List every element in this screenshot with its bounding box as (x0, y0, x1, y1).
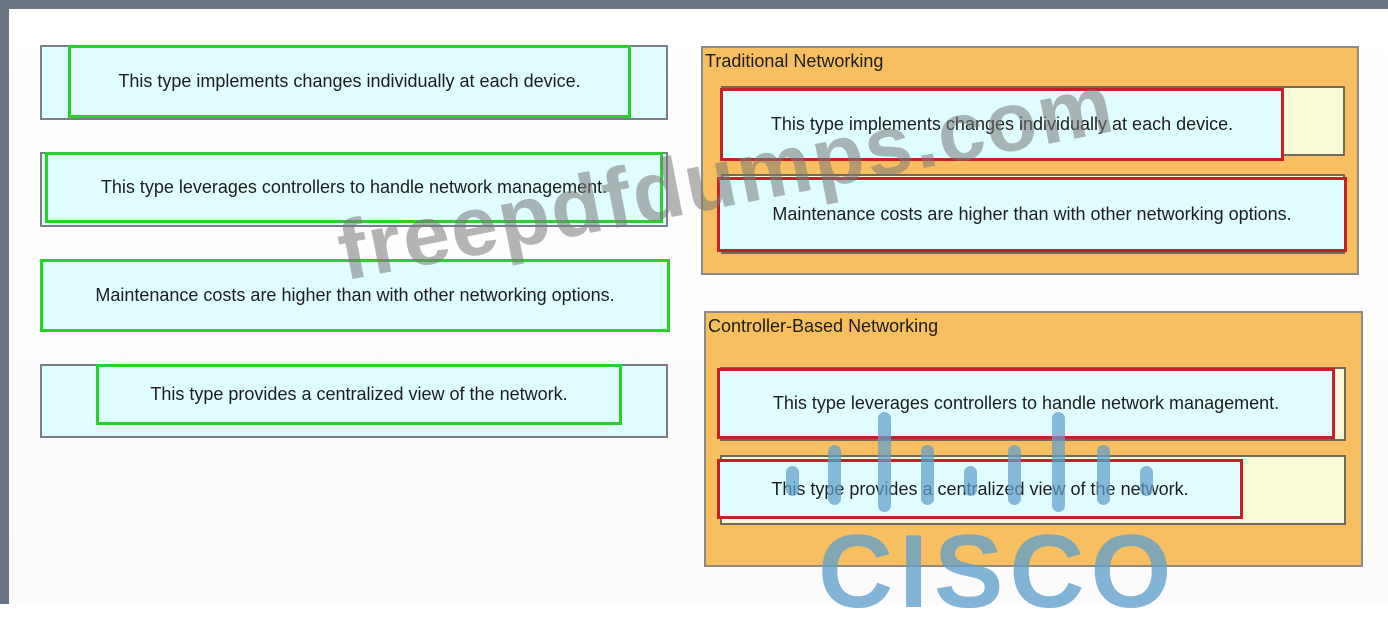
placed-answer-maintenance-costs-higher[interactable]: Maintenance costs are higher than with o… (717, 177, 1347, 252)
option-label: This type implements changes individuall… (118, 71, 581, 91)
answer-label: This type provides a centralized view of… (771, 478, 1189, 499)
placed-answer-leverages-controllers[interactable]: This type leverages controllers to handl… (717, 368, 1335, 439)
target-title: Controller-Based Networking (708, 316, 939, 336)
target-controller-based-networking: Controller-Based Networking (704, 311, 1363, 567)
option-leverages-controllers[interactable]: This type leverages controllers to handl… (45, 152, 663, 223)
option-implements-changes-individually[interactable]: This type implements changes individuall… (68, 45, 631, 118)
option-centralized-view[interactable]: This type provides a centralized view of… (96, 364, 622, 425)
target-title: Traditional Networking (705, 51, 884, 71)
answer-label: This type leverages controllers to handl… (772, 393, 1280, 413)
option-label: Maintenance costs are higher than with o… (95, 285, 615, 305)
placed-answer-implements-changes-individually[interactable]: This type implements changes individuall… (720, 88, 1284, 161)
option-label: This type leverages controllers to handl… (100, 177, 608, 197)
placed-answer-centralized-view[interactable]: This type provides a centralized view of… (717, 459, 1243, 519)
option-label: This type provides a centralized view of… (150, 384, 568, 404)
answer-label: This type implements changes individuall… (770, 114, 1234, 134)
window-frame (0, 0, 1388, 604)
option-maintenance-costs-higher[interactable]: Maintenance costs are higher than with o… (40, 259, 670, 332)
answer-label: Maintenance costs are higher than with o… (772, 204, 1292, 224)
